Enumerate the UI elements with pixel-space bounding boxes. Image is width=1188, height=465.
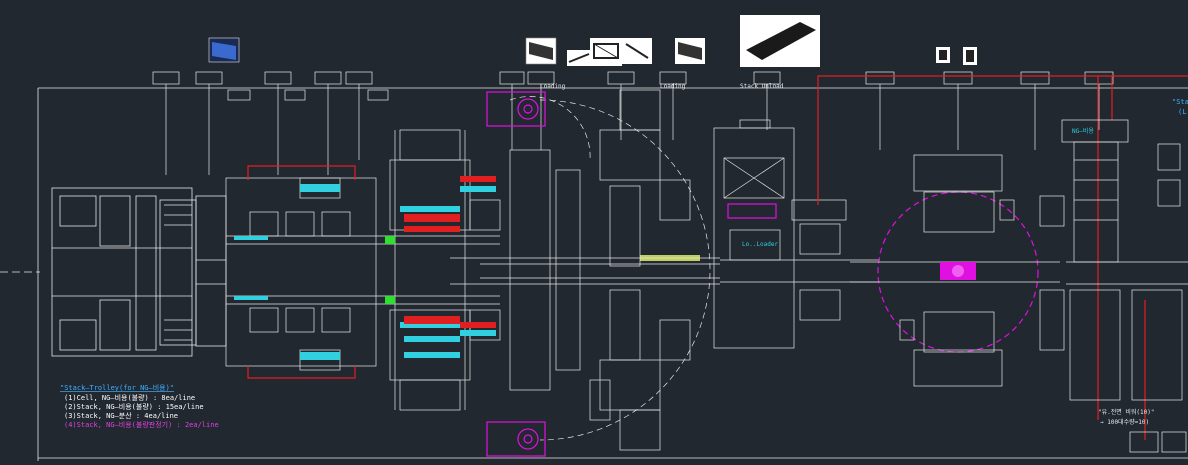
thumbnail-conveyor-image bbox=[567, 50, 591, 66]
label-right-note-1: "유.전면 비워(10)" bbox=[1098, 408, 1155, 416]
label-loader: Lo..Loader bbox=[742, 241, 779, 248]
drawing-labels: NG—비용 Lo..Loader Loading Loading Stack U… bbox=[540, 83, 1188, 426]
red-signal-line bbox=[817, 75, 1188, 440]
central-transfer bbox=[450, 89, 720, 451]
label-right-title-1: "Stac bbox=[1172, 98, 1188, 106]
thumbnail-robot-image bbox=[936, 47, 977, 65]
top-label-boxes bbox=[152, 71, 1114, 175]
processing-lines bbox=[225, 129, 501, 411]
label-loading-b: Loading bbox=[660, 83, 686, 90]
legend-item: (3)Stack, NG—분산 : 4ea/line bbox=[64, 411, 178, 420]
label-loading-a: Loading bbox=[540, 83, 566, 90]
thumbnail-long-conveyor-image bbox=[740, 15, 820, 67]
label-right-note-2: → 100대수량=10) bbox=[1100, 418, 1149, 426]
label-stack-unload: Stack Unload bbox=[740, 83, 784, 90]
rotary-table bbox=[850, 154, 1060, 387]
legend-title: "Stack—Trolley(for NG—비용)" bbox=[60, 383, 174, 392]
label-right-title-2: (L bbox=[1178, 108, 1186, 116]
thumbnail-stacker-image bbox=[525, 37, 557, 65]
legend: "Stack—Trolley(for NG—비용)" (1)Cell, NG—비… bbox=[60, 383, 219, 429]
thumbnail-rail-image bbox=[622, 38, 652, 64]
thumbnail-frame-image bbox=[590, 38, 622, 66]
legend-item: (1)Cell, NG—비용(불량) : 8ea/line bbox=[64, 393, 195, 402]
legend-item: (2)Stack, NG—비용(불량) : 15ea/line bbox=[64, 402, 204, 411]
unload-section bbox=[1039, 119, 1188, 453]
thumbnail-cell-tray-image bbox=[208, 37, 240, 63]
building-outline bbox=[0, 87, 1188, 461]
legend-item: (4)Stack, NG—비용(불량판정기) : 2ea/line bbox=[64, 420, 219, 429]
magenta-equipment bbox=[486, 91, 777, 457]
equipment-thumbnails bbox=[208, 15, 977, 67]
loader-section bbox=[713, 119, 880, 349]
label-ng-side: NG—비용 bbox=[1072, 127, 1094, 135]
thumbnail-module-image bbox=[675, 38, 705, 64]
